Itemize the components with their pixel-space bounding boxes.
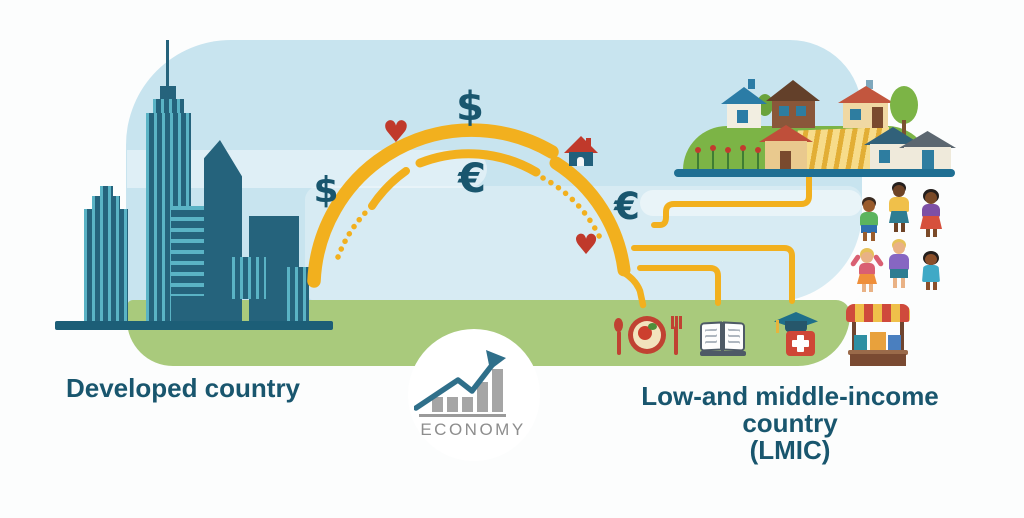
stall-counter [850, 354, 906, 366]
economy-bar [447, 397, 458, 412]
house-far-right-door [922, 150, 934, 170]
building-striped-base [171, 296, 206, 322]
house-white-window [737, 110, 748, 123]
building-small-striped [232, 257, 266, 299]
crop-plant [727, 150, 729, 169]
heart-icon: ♥ [382, 114, 410, 150]
economy-bar [492, 369, 503, 412]
market-stall-icon [846, 302, 910, 366]
villager [884, 182, 914, 234]
house-brown-window [779, 106, 789, 116]
crop-fruit [740, 145, 746, 151]
economy-label: ECONOMY [420, 420, 526, 439]
house-tan-door [780, 151, 791, 170]
house-icon-door [577, 157, 584, 166]
house-white-chimney [748, 79, 755, 89]
crop-fruit [695, 147, 701, 153]
building-left-step [92, 196, 120, 210]
crop-plant [712, 148, 714, 169]
crop-plant [742, 148, 744, 169]
euro-symbol: € [458, 156, 486, 202]
stall-goods [888, 335, 901, 350]
villager [884, 239, 914, 291]
crop-fruit [725, 147, 731, 153]
city-platform [55, 321, 333, 330]
tower-tier [153, 99, 184, 114]
villager [916, 251, 946, 293]
house-brown-window [796, 106, 806, 116]
house-right-window [879, 150, 890, 163]
growth-arrow-icon [414, 350, 506, 411]
crop-plant [697, 150, 699, 169]
euro-symbol: € [614, 184, 640, 228]
heart-icon: ♥ [573, 227, 599, 261]
village-baseline [674, 169, 955, 177]
building-striped [171, 206, 206, 301]
tower-top [160, 86, 176, 99]
lmic-label-line1: Low-and middle-income country [641, 380, 939, 438]
villager [854, 197, 884, 245]
stall-goods [854, 335, 867, 350]
building-left-crown [100, 186, 113, 197]
food-plate-icon [612, 314, 682, 360]
economy-underline [419, 414, 506, 417]
lmic-label-line2: (LMIC) [749, 434, 831, 465]
villagers-group [846, 180, 958, 298]
developed-country-label: Developed country [65, 372, 301, 403]
stall-goods [870, 332, 886, 350]
tower-spire [166, 40, 169, 90]
house-cream-chimney [866, 80, 873, 89]
house-brown-roof [766, 80, 820, 101]
economy-bar [462, 397, 473, 412]
economy-bar [477, 382, 488, 412]
crop-fruit [755, 147, 761, 153]
economy-circle [408, 329, 540, 461]
house-cream-window [850, 109, 861, 120]
dollar-symbol: $ [456, 84, 484, 130]
house-icon-chimney [586, 138, 591, 146]
crop-fruit [710, 145, 716, 151]
house-cream-roof [838, 86, 894, 103]
villager [849, 246, 885, 292]
lmic-label: Low-and middle-income country (LMIC) [618, 382, 962, 463]
dollar-symbol: $ [313, 169, 339, 211]
crop-plant [757, 150, 759, 169]
building-left [84, 209, 128, 322]
building-small-right [287, 267, 309, 322]
education-health-icon [770, 310, 822, 358]
villager [916, 189, 946, 239]
house-cream-door [872, 107, 883, 128]
economy-bar [432, 397, 443, 412]
tree-trunk [902, 120, 906, 136]
tree-canopy [890, 86, 918, 124]
open-book-icon [700, 320, 746, 357]
stall-awning [846, 304, 910, 322]
village-scene [668, 75, 958, 180]
cloud-band [640, 190, 862, 216]
